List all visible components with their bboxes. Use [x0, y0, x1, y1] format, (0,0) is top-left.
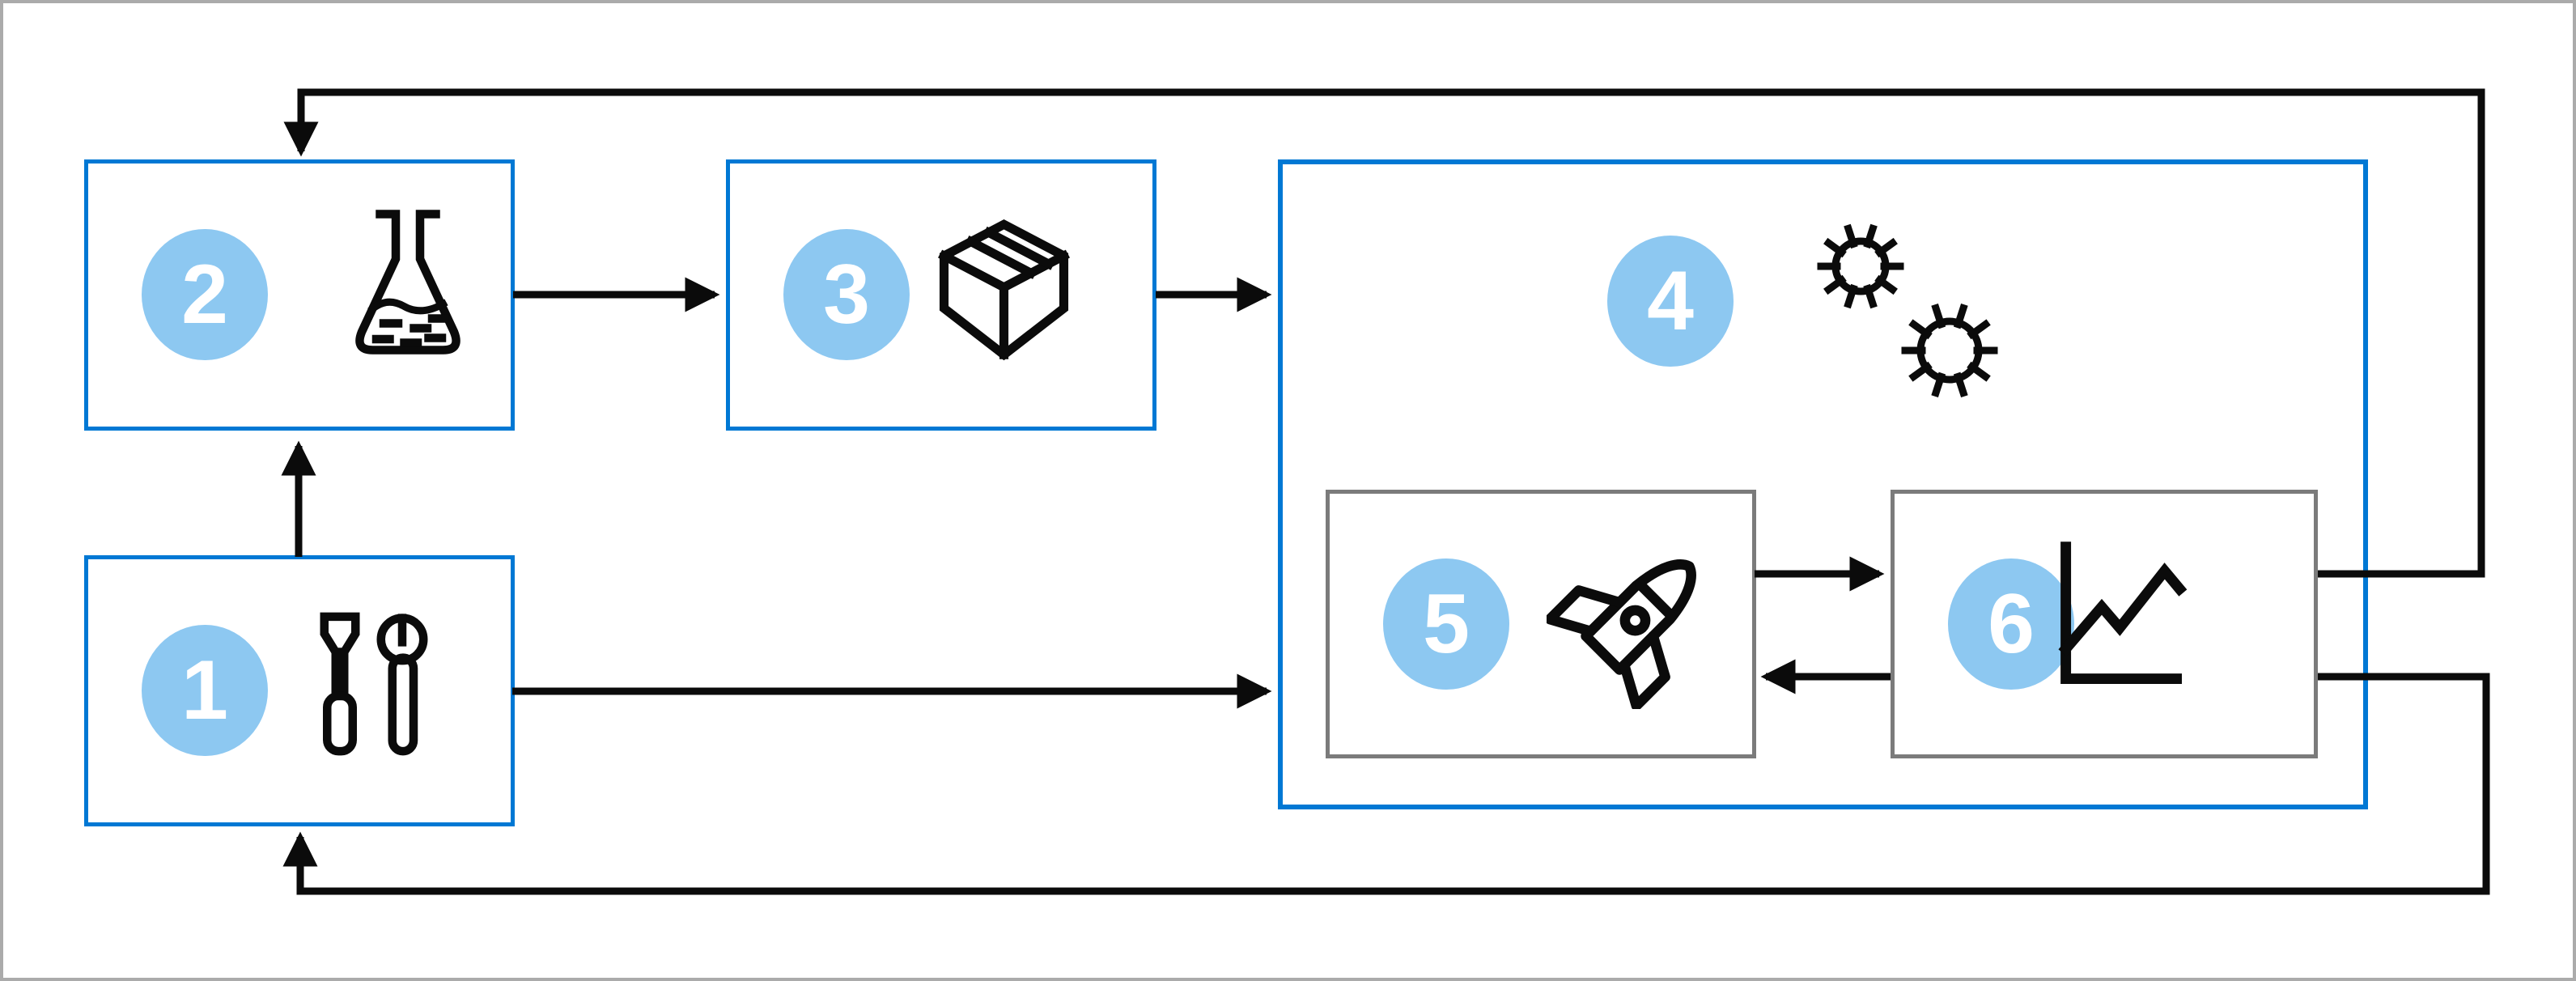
badge-label: 5 — [1423, 577, 1470, 671]
badge-label: 1 — [181, 643, 228, 737]
germs-icon — [1796, 202, 2031, 436]
number-badge: 3 — [783, 229, 910, 360]
box-3: 3 — [726, 159, 1156, 431]
rocket-icon — [1547, 539, 1717, 709]
flask-icon — [347, 206, 469, 385]
number-badge: 4 — [1607, 236, 1734, 367]
badge-label: 4 — [1647, 254, 1694, 348]
number-badge: 5 — [1383, 558, 1509, 690]
badge-label: 3 — [823, 248, 870, 342]
box-4: 4 — [1278, 159, 2368, 809]
box-1: 1 — [84, 555, 515, 826]
box-6: 6 — [1891, 490, 2318, 758]
line-chart-icon — [2042, 541, 2192, 699]
box-2: 2 — [84, 159, 515, 431]
package-icon — [929, 209, 1079, 375]
badge-label: 2 — [181, 248, 228, 342]
germ-large — [1901, 304, 1998, 397]
badge-label: 6 — [1988, 577, 2035, 671]
box-5: 5 — [1326, 490, 1756, 758]
tools-icon — [300, 609, 442, 775]
number-badge: 6 — [1948, 558, 2074, 690]
germ-small — [1817, 223, 1904, 309]
number-badge: 1 — [142, 625, 268, 756]
number-badge: 2 — [142, 229, 268, 360]
